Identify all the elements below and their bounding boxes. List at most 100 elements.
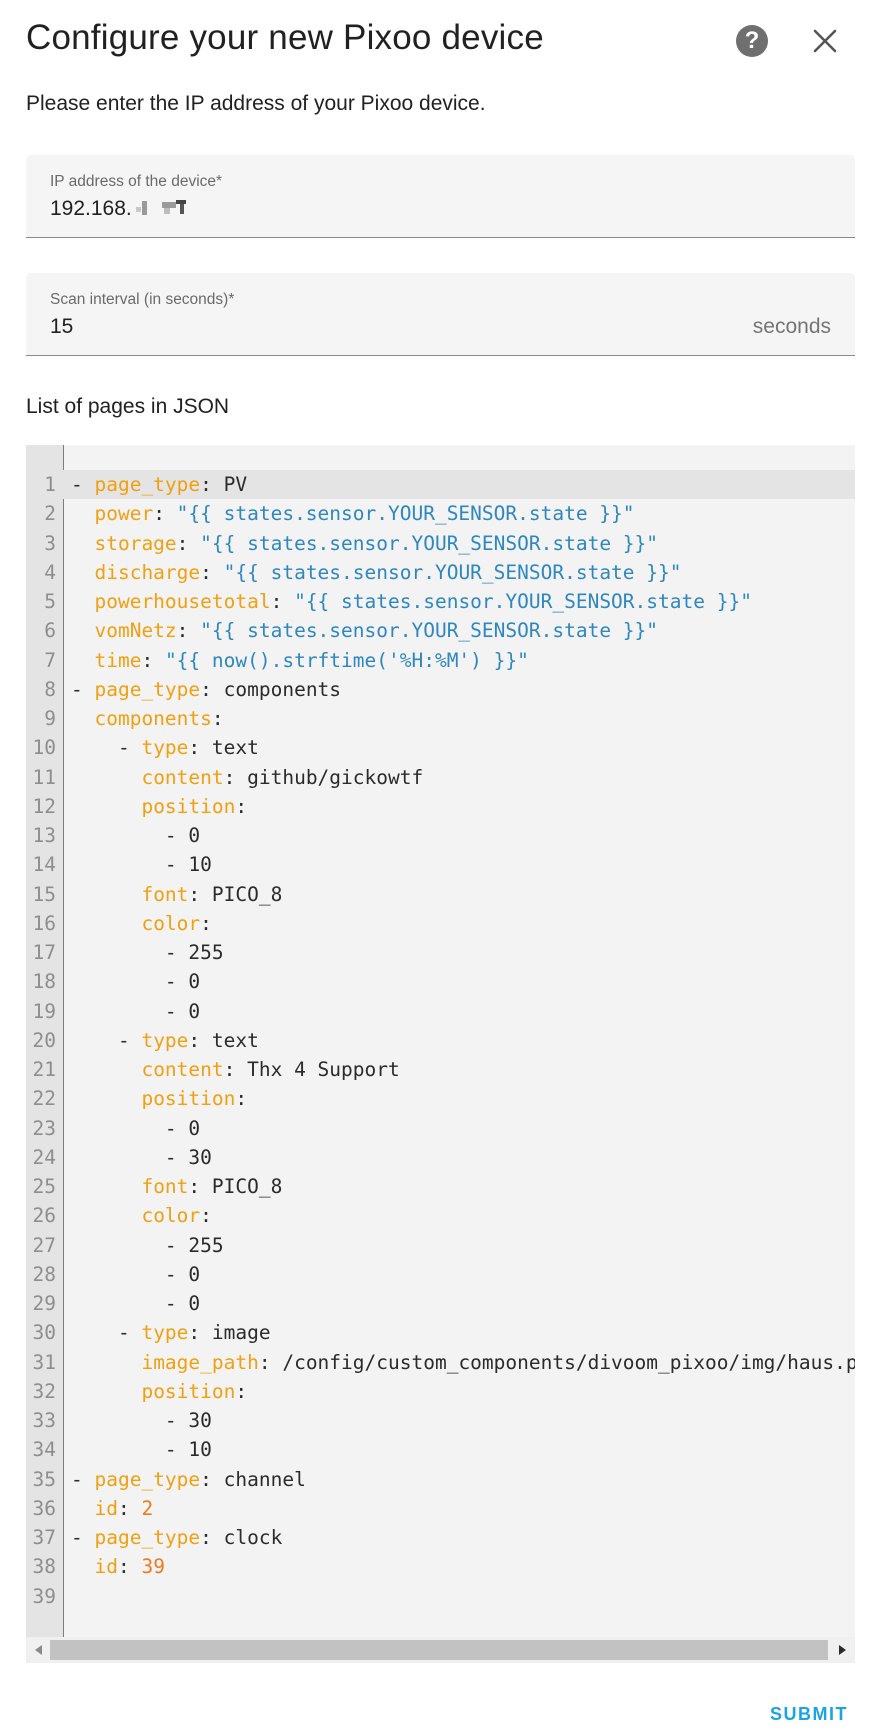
code-line[interactable]: 13 - 0 [26,821,855,850]
code-line[interactable]: 2 power: "{{ states.sensor.YOUR_SENSOR.s… [26,499,855,528]
code-line[interactable]: 39 [26,1582,855,1611]
code-plain [71,502,94,525]
code-key: vomNetz [94,619,177,643]
code-key: color [141,911,201,935]
code-text: content: github/gickowtf [71,763,423,792]
line-number: 35 [32,1467,56,1491]
code-line[interactable]: 34 - 10 [26,1435,855,1464]
code-line[interactable]: 8- page_type: components [26,675,855,704]
code-key: id [94,1496,118,1520]
code-line[interactable]: 18 - 0 [26,967,855,996]
line-number: 26 [32,1204,56,1228]
code-line[interactable]: 15 font: PICO_8 [26,880,855,909]
ip-address-value[interactable]: 192.168. [50,197,194,221]
code-line[interactable]: 7 time: "{{ now().strftime('%H:%M') }}" [26,646,855,675]
submit-button[interactable]: SUBMIT [770,1700,860,1728]
code-text: - 0 [71,997,200,1026]
code-line[interactable]: 12 position: [26,792,855,821]
code-line[interactable]: 14 - 10 [26,850,855,879]
code-plain: - 10 [71,1438,212,1462]
code-line[interactable]: 3 storage: "{{ states.sensor.YOUR_SENSOR… [26,529,855,558]
code-line[interactable]: 19 - 0 [26,997,855,1026]
code-line[interactable]: 20 - type: text [26,1026,855,1055]
code-line[interactable]: 24 - 30 [26,1143,855,1172]
code-line[interactable]: 36 id: 2 [26,1494,855,1523]
code-plain: - 0 [71,1292,201,1315]
code-string: "{{ states.sensor.YOUR_SENSOR.state }}" [176,502,635,526]
code-line[interactable]: 5 powerhousetotal: "{{ states.sensor.YOU… [26,587,855,616]
code-line[interactable]: 37- page_type: clock [26,1523,855,1552]
code-line[interactable]: 17 - 255 [26,938,855,967]
horizontal-scrollbar[interactable] [26,1637,855,1663]
code-plain [71,1175,141,1198]
code-text: time: "{{ now().strftime('%H:%M') }}" [71,646,528,675]
code-plain [71,1204,141,1227]
code-line[interactable]: 6 vomNetz: "{{ states.sensor.YOUR_SENSOR… [26,616,855,645]
code-line[interactable]: 23 - 0 [26,1114,855,1143]
code-plain: - 0 [71,824,201,847]
code-line[interactable]: 27 - 255 [26,1231,855,1260]
code-text: storage: "{{ states.sensor.YOUR_SENSOR.s… [71,529,658,558]
code-line[interactable]: 35- page_type: channel [26,1465,855,1494]
line-number: 24 [32,1145,56,1169]
code-plain: : clock [200,1526,283,1549]
code-line[interactable]: 21 content: Thx 4 Support [26,1055,855,1084]
code-plain: : components [200,677,342,701]
code-plain [71,766,141,789]
line-number: 8 [44,677,56,701]
code-plain: - 255 [71,941,224,964]
code-line[interactable]: 22 position: [26,1084,855,1113]
code-line[interactable]: 9 components: [26,704,855,733]
code-line[interactable]: 1- page_type: PV [26,470,855,500]
code-plain [71,1555,94,1578]
line-number: 29 [32,1292,56,1315]
code-line[interactable]: 4 discharge: "{{ states.sensor.YOUR_SENS… [26,558,855,587]
code-line[interactable]: 16 color: [26,909,855,938]
code-text: id: 2 [71,1494,153,1523]
line-number: 3 [44,531,56,555]
close-icon[interactable] [810,26,840,56]
code-text: position: [71,1377,247,1406]
code-line[interactable]: 31 image_path: /config/custom_components… [26,1348,855,1377]
line-number: 19 [32,999,56,1023]
code-key: page_type [94,1467,201,1491]
code-text: - 30 [71,1406,212,1435]
code-line[interactable]: 10 - type: text [26,733,855,762]
code-text: - 0 [71,1114,200,1143]
scroll-right-arrow-icon[interactable] [839,1645,846,1655]
scrollbar-thumb[interactable] [50,1640,828,1660]
ip-address-field[interactable]: IP address of the device* 192.168. [26,155,855,238]
ip-address-text: 192.168. [50,197,132,220]
code-line[interactable]: 25 font: PICO_8 [26,1172,855,1201]
code-line[interactable]: 26 color: [26,1201,855,1230]
line-number-gutter [26,445,64,1637]
scroll-left-arrow-icon[interactable] [35,1645,42,1655]
code-line[interactable]: 32 position: [26,1377,855,1406]
code-plain: : [117,1555,142,1579]
code-line[interactable]: 33 - 30 [26,1406,855,1435]
code-line[interactable]: 38 id: 39 [26,1552,855,1581]
code-plain: : [200,560,224,584]
line-number: 17 [32,941,56,964]
scan-interval-field[interactable]: Scan interval (in seconds)* 15 seconds [26,273,855,356]
code-line[interactable]: 11 content: github/gickowtf [26,763,855,792]
help-icon[interactable]: ? [736,25,768,57]
line-number: 5 [44,590,56,613]
ip-address-label: IP address of the device* [50,173,223,190]
dialog-title: Configure your new Pixoo device [26,18,544,57]
code-plain: : [235,1087,248,1111]
code-key: position [141,1087,236,1111]
code-text: id: 39 [71,1552,164,1581]
code-line[interactable]: 30 - type: image [26,1318,855,1347]
line-number: 10 [32,736,56,760]
code-line[interactable]: 29 - 0 [26,1289,855,1318]
code-key: power [94,502,154,526]
line-number: 7 [44,648,56,672]
code-plain [71,1087,141,1110]
scan-interval-value[interactable]: 15 [50,315,74,338]
code-plain: : [235,794,248,818]
code-line[interactable]: 28 - 0 [26,1260,855,1289]
